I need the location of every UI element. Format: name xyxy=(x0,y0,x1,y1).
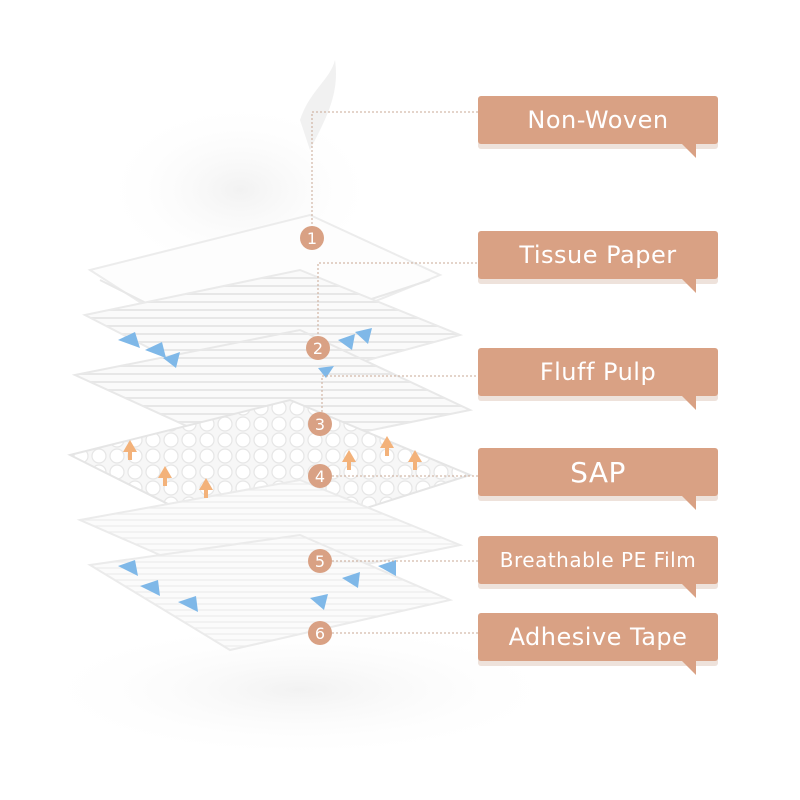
orange-arrows xyxy=(123,436,422,498)
callout-breathable-pe-film: Breathable PE Film xyxy=(478,536,718,598)
arrow-blue-icon xyxy=(318,366,334,378)
arrow-blue-icon xyxy=(118,560,138,576)
arrow-blue-icon xyxy=(378,560,396,576)
arrow-blue-icon xyxy=(145,342,166,358)
marker-5: 5 xyxy=(308,549,332,573)
leader-lines xyxy=(311,111,478,634)
arrow-up-orange-icon xyxy=(158,466,172,486)
callout-tail xyxy=(680,394,696,410)
arrow-blue-icon xyxy=(163,352,180,368)
callout-sap: SAP xyxy=(478,448,718,510)
callout-breathable-pe-film-text: Breathable PE Film xyxy=(499,548,697,572)
arrow-up-orange-icon xyxy=(408,450,422,470)
arrow-up-orange-icon xyxy=(199,478,213,498)
arrow-blue-icon xyxy=(140,580,160,596)
blue-arrows xyxy=(118,328,396,612)
marker-1: 1 xyxy=(300,226,324,250)
layer-adhesive-shape xyxy=(87,533,454,652)
callout-fluff-pulp-text: Fluff Pulp xyxy=(539,358,657,386)
callout-adhesive-tape-text: Adhesive Tape xyxy=(508,623,688,651)
milk-splash-drop xyxy=(300,60,336,150)
callout-tissue-paper: Tissue Paper xyxy=(478,231,718,293)
arrow-up-orange-icon xyxy=(123,440,137,460)
callout-tail xyxy=(680,277,696,293)
callout-fluff-pulp: Fluff Pulp xyxy=(478,348,718,410)
callout-adhesive-tape: Adhesive Tape xyxy=(478,613,718,675)
callout-tail xyxy=(680,142,696,158)
marker-6: 6 xyxy=(308,621,332,645)
arrow-blue-icon xyxy=(342,572,360,588)
callout-tail xyxy=(680,659,696,675)
arrow-up-orange-icon xyxy=(380,436,394,456)
arrow-blue-icon xyxy=(338,334,355,350)
callout-tail xyxy=(680,494,696,510)
callout-tail xyxy=(680,582,696,598)
callout-nonwoven: Non-Woven xyxy=(478,96,718,158)
leader-line-2 xyxy=(317,262,478,338)
callout-tissue-paper-text: Tissue Paper xyxy=(519,241,677,269)
arrow-up-orange-icon xyxy=(342,450,356,470)
arrow-blue-icon xyxy=(310,594,328,610)
leader-line-3 xyxy=(321,375,478,412)
leader-line-1 xyxy=(311,111,478,228)
arrow-blue-icon xyxy=(355,328,372,344)
marker-3: 3 xyxy=(308,412,332,436)
arrow-blue-icon xyxy=(178,596,198,612)
arrow-blue-icon xyxy=(118,332,140,348)
callout-nonwoven-text: Non-Woven xyxy=(527,106,669,134)
bottom-glow xyxy=(30,620,570,760)
callout-sap-text: SAP xyxy=(570,455,626,489)
marker-2: 2 xyxy=(306,336,330,360)
marker-4: 4 xyxy=(308,464,332,488)
